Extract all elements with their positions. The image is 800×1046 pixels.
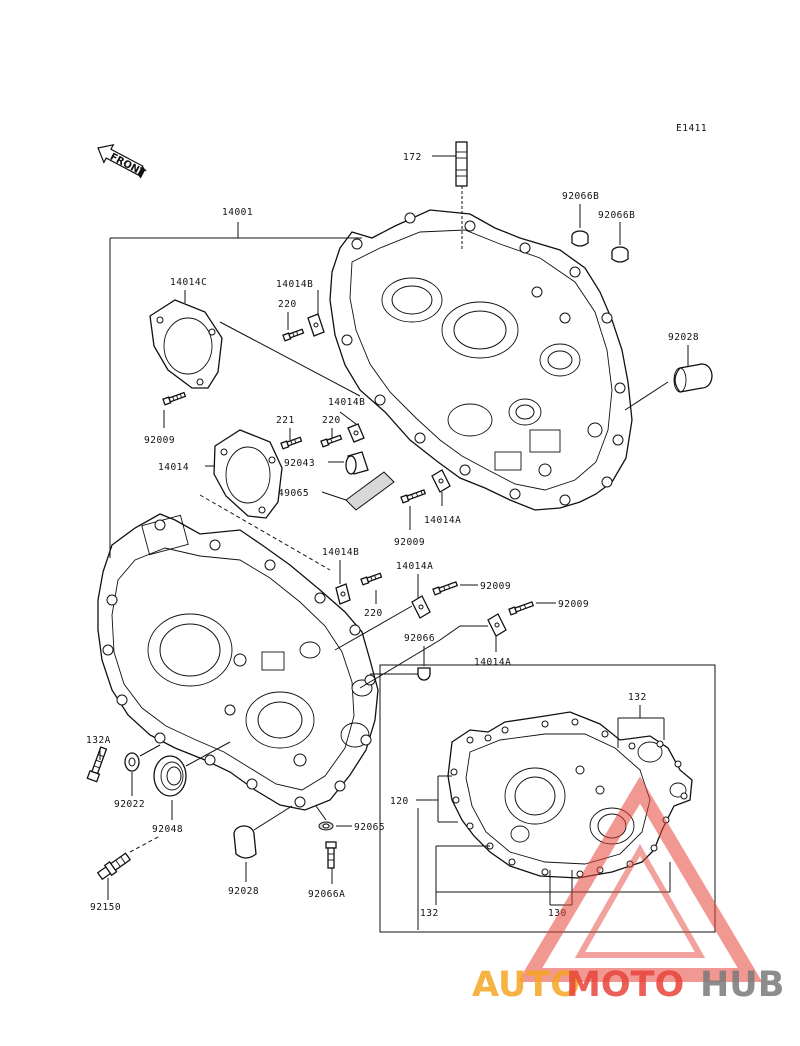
part-label-14014b-3: 14014B (322, 547, 359, 558)
collar-92066b-2 (611, 246, 629, 263)
part-label-14014a-3: 14014A (474, 657, 511, 668)
watermark-text-auto: AUTO (472, 965, 580, 1005)
bolt-92009-4 (508, 601, 535, 616)
part-label-132-top: 132 (628, 692, 647, 703)
part-label-220-3: 220 (364, 608, 383, 619)
bushing-92028-upper (673, 363, 713, 393)
part-label-132a: 132A (86, 735, 111, 746)
bolt-221 (280, 436, 303, 450)
part-label-92009-1: 92009 (144, 435, 175, 446)
plate-49065 (345, 471, 395, 511)
inset-crankcase (447, 711, 693, 879)
part-label-14014: 14014 (158, 462, 189, 473)
front-arrow-icon: FRONT (97, 143, 147, 180)
left-crankcase-half (97, 513, 379, 811)
bolt-220-1 (282, 328, 305, 342)
watermark-triangle-icon (517, 776, 763, 982)
part-label-14014c: 14014C (170, 277, 207, 288)
front-label: FRONT (108, 152, 147, 180)
part-label-92048: 92048 (152, 824, 183, 835)
part-label-14014a-1: 14014A (424, 515, 461, 526)
gasket-14014 (213, 429, 283, 519)
part-label-220-1: 220 (278, 299, 297, 310)
part-label-92028-2: 92028 (228, 886, 259, 897)
part-label-92009-2: 92009 (394, 537, 425, 548)
part-label-120: 120 (390, 796, 409, 807)
part-label-14014a-2: 14014A (396, 561, 433, 572)
dowel-92066 (417, 667, 431, 681)
bolt-92009-3 (432, 581, 459, 596)
part-label-130: 130 (548, 908, 567, 919)
part-label-14014b-1: 14014B (276, 279, 313, 290)
part-label-92022: 92022 (114, 799, 145, 810)
bolt-92009-1 (162, 391, 187, 406)
part-label-92065: 92065 (354, 822, 385, 833)
plate-14014b-2 (347, 423, 365, 443)
collar-92066b-1 (571, 230, 589, 247)
diagram-code: E1411 (676, 123, 707, 134)
part-label-172: 172 (403, 152, 422, 163)
watermark-text-moto: MOTO (566, 965, 684, 1005)
watermark-logo: AUTO MOTO HUB (472, 776, 784, 1005)
part-label-14001: 14001 (222, 207, 253, 218)
bolt-220-3 (360, 572, 383, 586)
part-label-92028-1: 92028 (668, 332, 699, 343)
bolt-92009-2 (400, 489, 427, 504)
stud-172 (455, 141, 468, 187)
watermark-text-hub: HUB (700, 965, 784, 1005)
part-label-92066a: 92066A (308, 889, 345, 900)
part-label-220-2: 220 (322, 415, 341, 426)
part-label-92043: 92043 (284, 458, 315, 469)
bushing-92028-lower (233, 825, 257, 859)
right-crankcase-half (329, 209, 633, 511)
plate-14014b-1 (307, 313, 325, 337)
part-label-132-bottom: 132 (420, 908, 439, 919)
washer-92022 (124, 752, 140, 772)
plate-14014a-1 (431, 469, 451, 493)
bolt-132a (86, 746, 108, 783)
part-label-221: 221 (276, 415, 295, 426)
stud-92150 (96, 852, 132, 881)
bushing-92043 (345, 451, 369, 475)
plate-14014a-2 (411, 595, 431, 619)
gasket-14014c (149, 299, 223, 389)
part-label-49065: 49065 (278, 488, 309, 499)
gasket-92065 (318, 821, 334, 831)
part-label-92009-4: 92009 (558, 599, 589, 610)
plug-92066a (325, 841, 337, 869)
part-label-92066: 92066 (404, 633, 435, 644)
bolt-220-2 (320, 434, 343, 448)
part-label-92009-3: 92009 (480, 581, 511, 592)
part-label-14014b-2: 14014B (328, 397, 365, 408)
plate-14014b-3 (335, 583, 351, 605)
part-label-92066b-2: 92066B (598, 210, 635, 221)
plate-14014a-3 (487, 613, 507, 637)
part-label-92150: 92150 (90, 902, 121, 913)
oil-seal-92048 (153, 755, 187, 797)
part-label-92066b-1: 92066B (562, 191, 599, 202)
